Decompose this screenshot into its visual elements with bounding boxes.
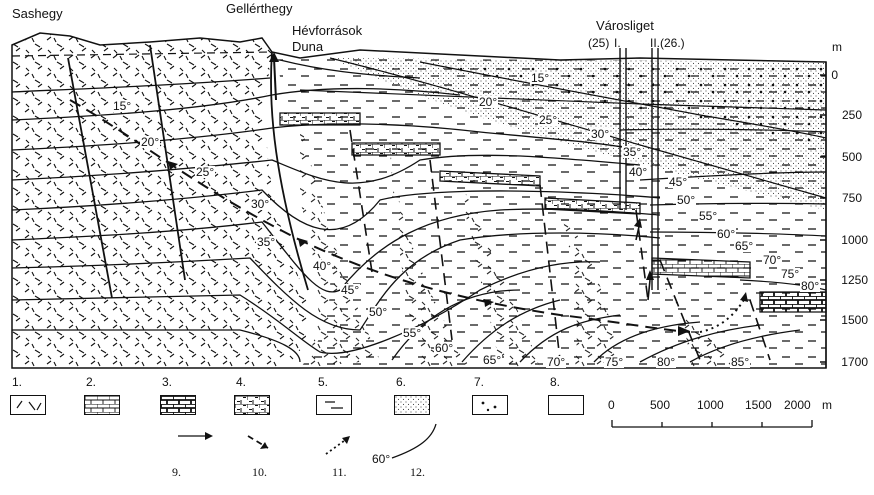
isotherm-label-right: 55°	[698, 209, 719, 223]
scale-tick-label: 1500	[745, 398, 772, 412]
isotherm-label-right: 25°	[538, 113, 559, 127]
well-i-label: I.	[614, 36, 621, 50]
legend-swatch-ticks	[10, 395, 46, 415]
scale-tick-label: 0	[608, 398, 615, 412]
legend-num: 10.	[252, 465, 267, 479]
depth-tick: 0	[831, 68, 838, 82]
isotherm-label: 60°	[434, 341, 455, 355]
legend-num: 1.	[12, 375, 23, 389]
well-ii-26-label: II.(26.)	[650, 36, 685, 50]
legend-num: 9.	[172, 465, 181, 479]
isotherm-label: 75°	[604, 355, 625, 369]
depth-tick: 1500	[841, 313, 868, 327]
varosliget-label: Városliget	[596, 18, 654, 33]
legend-num: 3.	[162, 375, 173, 389]
isotherm-label-right: 80°	[800, 279, 821, 293]
gellerthegy-label: Gellérthegy	[226, 1, 293, 16]
isotherm-label-right: 30°	[590, 127, 611, 141]
isotherm-label-right: 40°	[628, 165, 649, 179]
well-25-label: (25)	[588, 36, 610, 50]
legend-num: 7.	[474, 375, 485, 389]
legend-num: 12.	[410, 465, 425, 479]
legend-num: 6.	[396, 375, 407, 389]
isotherm-label: 80°	[656, 355, 677, 369]
isotherm-label: 45°	[340, 283, 361, 297]
depth-tick: 250	[841, 108, 862, 122]
isotherm-label: 25°	[195, 165, 216, 179]
isotherm-label: 30°	[250, 197, 271, 211]
legend-swatch-blank	[548, 395, 584, 415]
legend-swatch-dots	[472, 395, 508, 415]
legend-swatch-brick-bold	[160, 395, 196, 415]
hevforrasok-label: Hévforrások	[292, 23, 363, 38]
isotherm-label: 70°	[546, 355, 567, 369]
legend-num: 4.	[236, 375, 247, 389]
sashegy-label: Sashegy	[12, 6, 63, 21]
legend-swatch-stipple	[394, 395, 430, 415]
isotherm-label-right: 75°	[780, 267, 801, 281]
legend-num: 11.	[332, 465, 347, 479]
depth-unit: m	[832, 40, 842, 54]
duna-label: Duna	[292, 39, 324, 54]
isotherm-label-right: 45°	[668, 175, 689, 189]
isotherm-label-right: 35°	[622, 145, 643, 159]
depth-tick: 1000	[841, 233, 868, 247]
scale-tick-label: 500	[650, 398, 671, 412]
depth-tick: 1250	[841, 273, 868, 287]
isotherm-label-right: 65°	[734, 239, 755, 253]
legend-swatch-brick-dash	[234, 395, 270, 415]
isotherm-label: 65°	[482, 353, 503, 367]
depth-tick: 500	[841, 150, 862, 164]
isotherm-label-right: 15°	[530, 71, 551, 85]
legend-num: 5.	[318, 375, 329, 389]
legend-num: 8.	[550, 375, 561, 389]
isotherm-label: 40°	[312, 259, 333, 273]
scale-tick-label: 1000	[697, 398, 724, 412]
isotherm-label-right: 70°	[762, 253, 783, 267]
legend-swatch-brick	[84, 395, 120, 415]
depth-tick: 1700	[841, 355, 868, 369]
isotherm-label: 85°	[730, 355, 751, 369]
isotherm-label: 20°	[140, 135, 161, 149]
isotherm-label: 55°	[402, 326, 423, 340]
isotherm-label-right: 20°	[478, 95, 499, 109]
isotherm-label: 35°	[256, 235, 277, 249]
isotherm-label: 50°	[368, 305, 389, 319]
depth-tick: 750	[841, 191, 862, 205]
scale-unit: m	[822, 398, 832, 412]
isotherm-sample-label: 60°	[372, 452, 391, 466]
isotherm-label-right: 60°	[716, 227, 737, 241]
scale-tick-label: 2000	[784, 398, 811, 412]
isotherm-label: 15°	[112, 99, 133, 113]
legend-swatch-dashes	[316, 395, 352, 415]
isotherm-label-right: 50°	[676, 193, 697, 207]
legend-num: 2.	[86, 375, 97, 389]
